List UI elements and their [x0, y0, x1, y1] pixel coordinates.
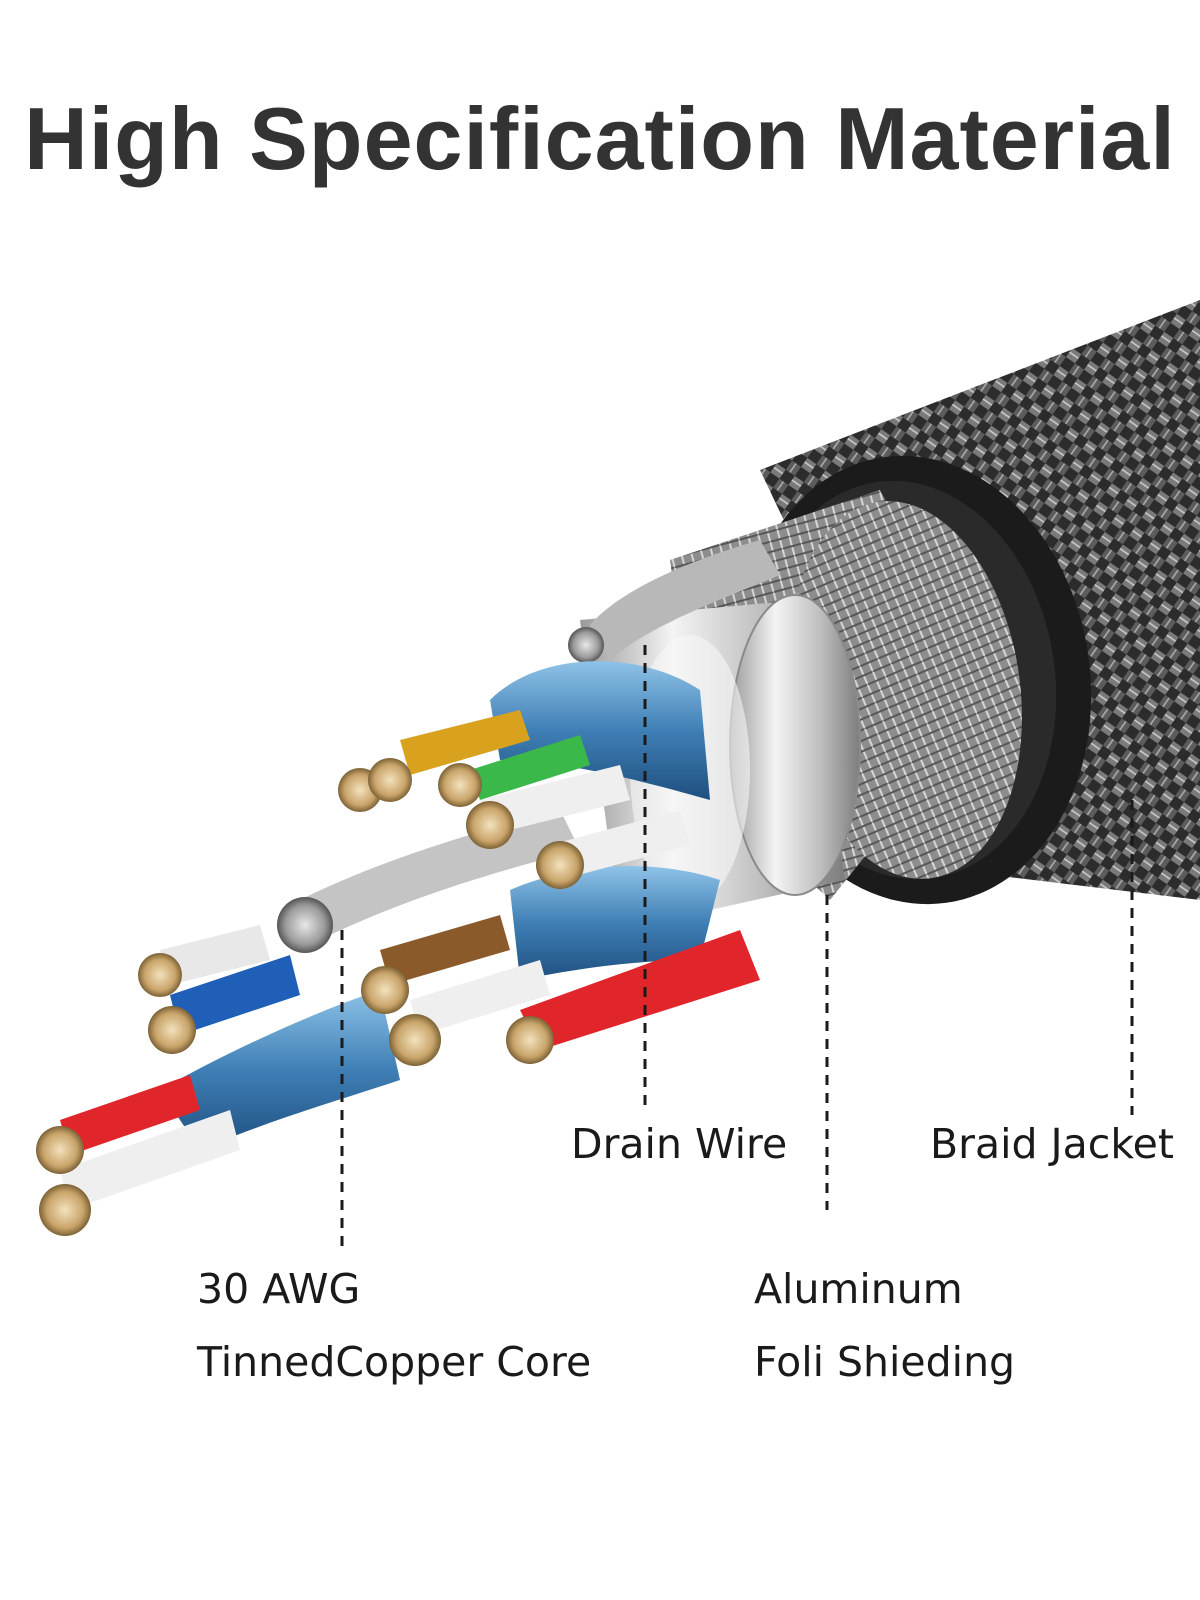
tinned-copper-cores: [36, 758, 584, 1236]
label-drain-wire: Drain Wire: [571, 1120, 788, 1168]
label-awg: 30 AWG: [197, 1265, 361, 1313]
label-foil-shielding: Foli Shieding: [754, 1338, 1016, 1386]
label-braid-jacket: Braid Jacket: [930, 1120, 1174, 1168]
pair-shields: [160, 661, 720, 1150]
drain-wire: [277, 540, 780, 953]
label-aluminum: Aluminum: [754, 1265, 963, 1313]
page-title: High Specification Material: [24, 89, 1176, 188]
insulated-conductors: [60, 710, 760, 1210]
callout-lines: [340, 645, 1134, 1250]
label-copper-core: TinnedCopper Core: [197, 1338, 592, 1386]
